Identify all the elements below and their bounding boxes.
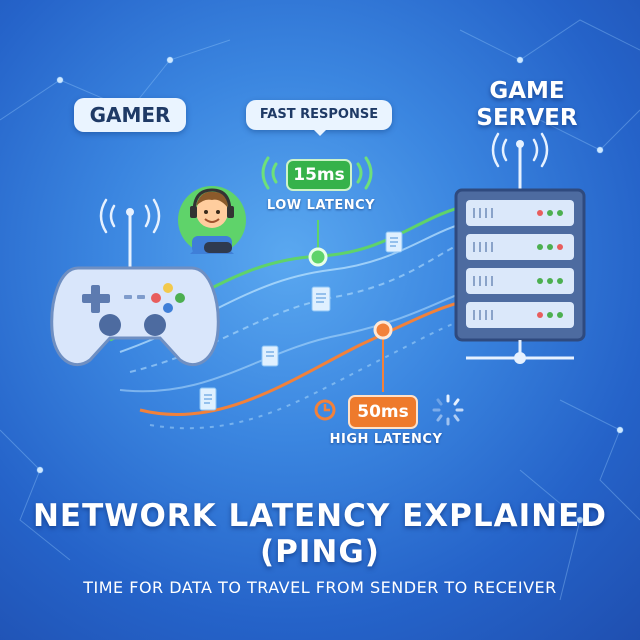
slow-path-marker bbox=[373, 320, 393, 392]
headset-icon bbox=[190, 188, 234, 218]
slow-path-line bbox=[139, 298, 471, 416]
page-title: NETWORK LATENCY EXPLAINED (PING) bbox=[32, 498, 608, 570]
fast-latency-badge: 15ms bbox=[286, 159, 352, 191]
gamer-avatar-icon bbox=[178, 186, 246, 254]
low-latency-caption: LOW LATENCY bbox=[266, 198, 376, 213]
slow-latency-badge: 50ms bbox=[348, 395, 418, 429]
loading-spinner-icon bbox=[432, 394, 464, 426]
fast-path-marker bbox=[308, 220, 328, 267]
game-server-label: GAME SERVER bbox=[476, 78, 578, 131]
gamer-label: GAMER bbox=[74, 98, 186, 132]
fast-response-pointer bbox=[312, 128, 328, 136]
wifi-signal-icon bbox=[261, 156, 373, 190]
page-subtitle: TIME FOR DATA TO TRAVEL FROM SENDER TO R… bbox=[83, 578, 557, 597]
data-packet-icon bbox=[199, 231, 403, 411]
fast-response-label: FAST RESPONSE bbox=[246, 100, 392, 130]
clock-icon bbox=[314, 399, 336, 421]
server-rack-icon bbox=[454, 132, 586, 364]
high-latency-caption: HIGH LATENCY bbox=[329, 432, 443, 447]
game-controller-icon bbox=[50, 198, 220, 367]
network-mesh-background bbox=[0, 19, 640, 601]
